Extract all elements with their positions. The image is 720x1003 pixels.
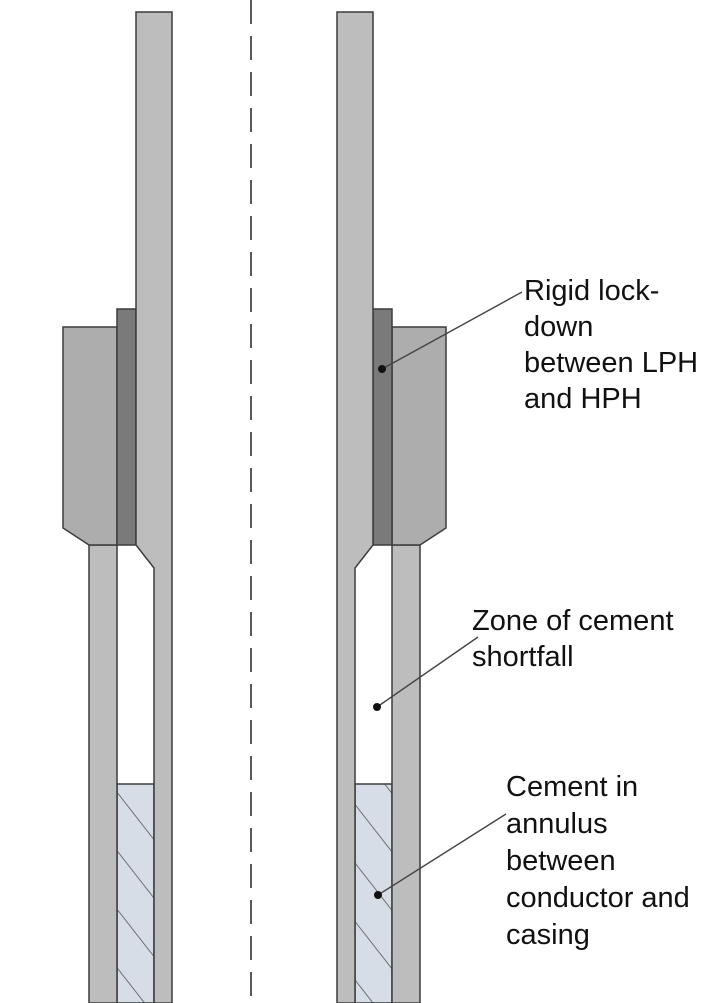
conductor-wall-right <box>391 544 421 1003</box>
leader-line-cement <box>377 813 507 896</box>
leader-dot-cement <box>374 891 382 899</box>
leader-dot-shortfall <box>373 703 381 711</box>
leader-line-lockdown <box>381 291 523 370</box>
lockdown-ring-right <box>372 308 393 546</box>
conductor-wall-left <box>88 544 118 1003</box>
leader-line-shortfall <box>376 636 479 708</box>
casing-wall-left <box>135 11 173 1003</box>
label-cement-shortfall: Zone of cement shortfall <box>472 605 682 673</box>
casing-wall-right <box>336 11 374 1003</box>
lockdown-ring-left <box>116 308 137 546</box>
cement-annulus-left <box>116 783 155 1003</box>
label-lockdown: Rigid lock- down between LPH and HPH <box>524 275 706 415</box>
low-pressure-housing-left <box>62 326 118 546</box>
leader-dot-lockdown <box>378 365 386 373</box>
cement-annulus-right <box>354 783 393 1003</box>
label-cement-annulus: Cement in annulus between conductor and … <box>506 771 698 951</box>
